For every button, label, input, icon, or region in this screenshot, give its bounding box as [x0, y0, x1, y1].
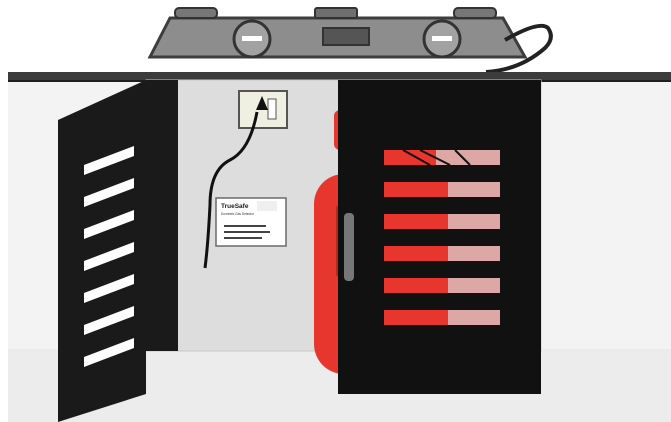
socket-switch [268, 99, 276, 119]
stove-knob-right-mark [432, 36, 452, 41]
counter-surface [8, 72, 671, 80]
slat-3-highlight [448, 214, 500, 229]
left-cabinet-door [58, 80, 146, 422]
right-door-panel [338, 80, 541, 394]
slat-5-highlight [448, 278, 500, 293]
detector-line-3 [224, 237, 262, 239]
right-cabinet-door [338, 80, 541, 394]
slat-6-highlight [448, 310, 500, 325]
stove-center-grate [315, 8, 357, 18]
stove-burner-left-cap [175, 8, 217, 18]
slat-4-highlight [448, 246, 500, 261]
detector-badge [257, 201, 277, 211]
detector-line-2 [224, 231, 270, 233]
detector-line-1 [224, 225, 266, 227]
stove-burner-right-cap [454, 8, 496, 18]
cabinet-left-edge [146, 80, 178, 351]
slat-2-highlight [448, 182, 500, 197]
stove-display [323, 28, 369, 45]
detector-brand: TrueSafe [221, 203, 249, 210]
stove-knob-left-mark [242, 36, 262, 41]
right-door-handle [344, 213, 354, 281]
detector-subtitle: Domestic Gas Detector [221, 212, 255, 216]
gas-detector-icon: TrueSafe Domestic Gas Detector [216, 198, 286, 246]
